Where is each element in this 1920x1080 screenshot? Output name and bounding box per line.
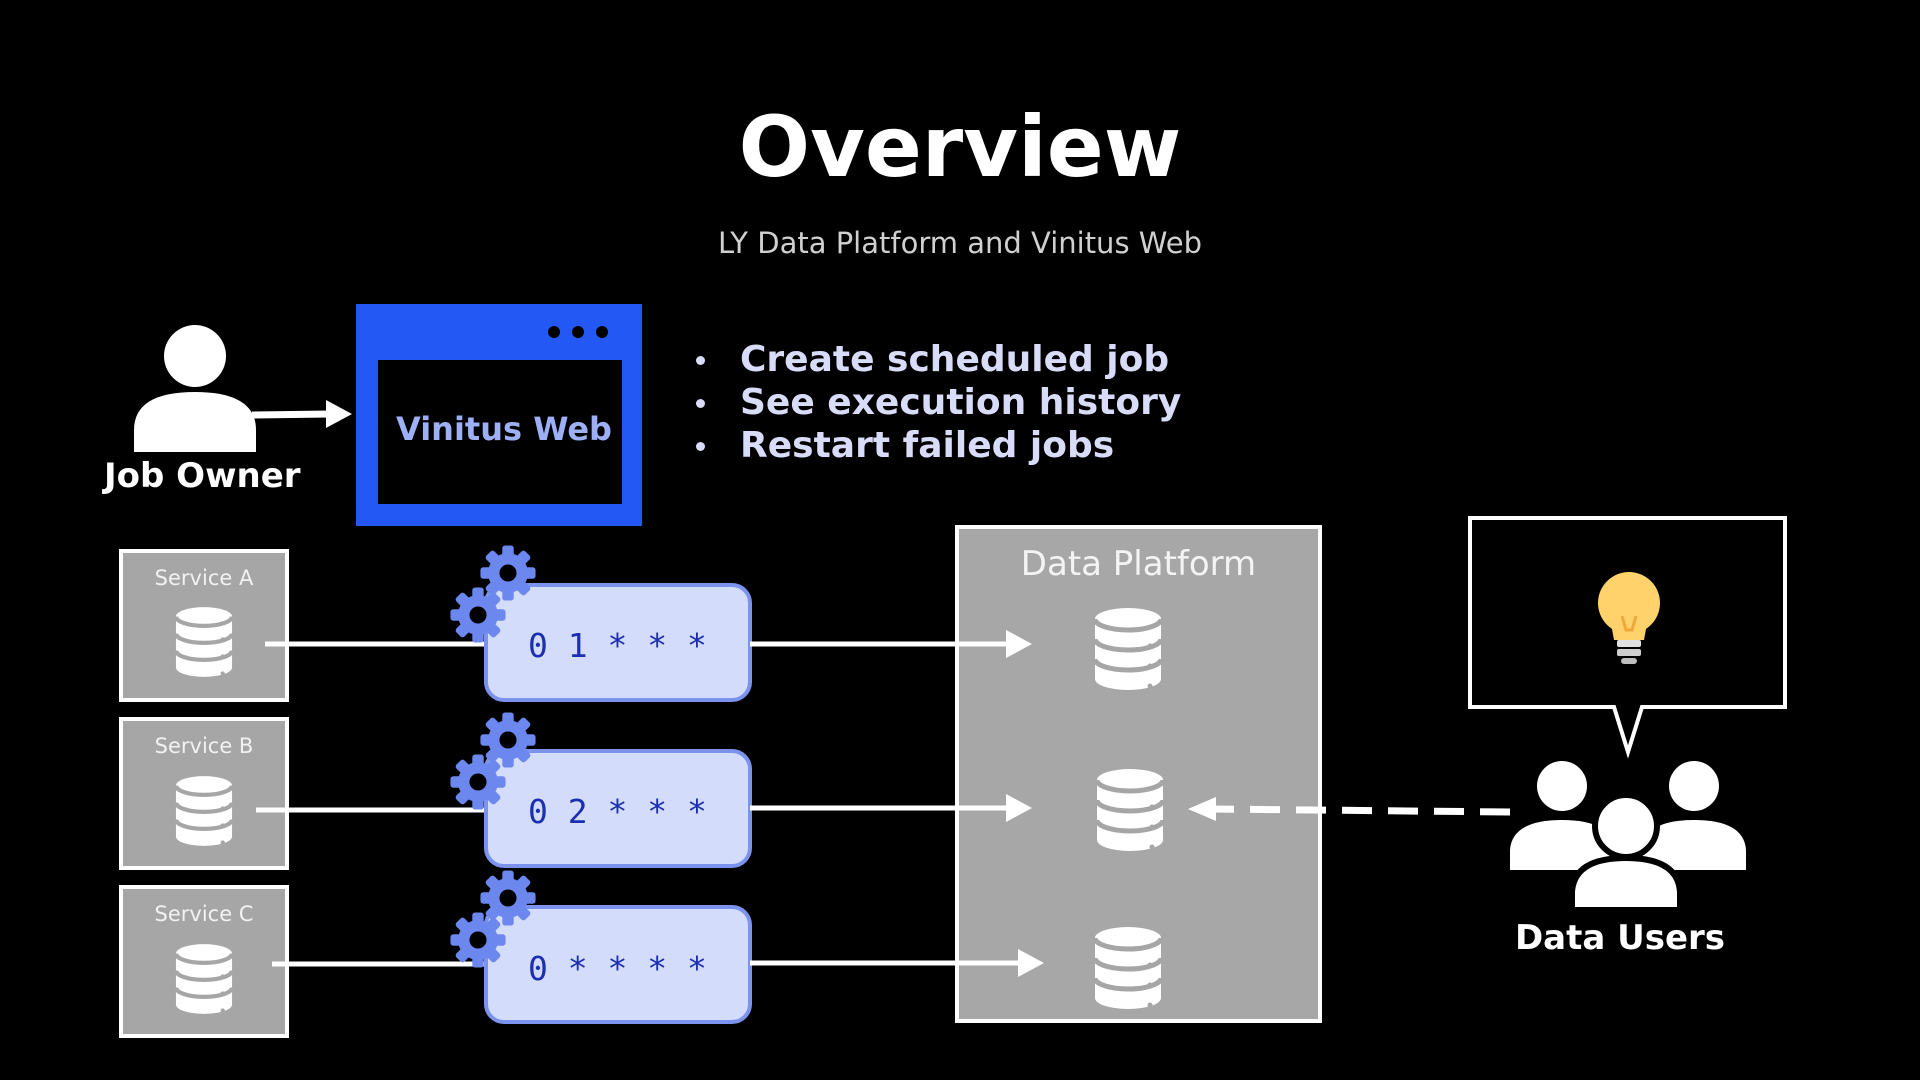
database-icon — [1095, 927, 1161, 1009]
feature-item: See execution history — [686, 381, 1181, 424]
feature-label: Restart failed jobs — [740, 425, 1115, 466]
cron-expression-2: 0 2 * * * — [528, 792, 707, 831]
window-dot-icon — [596, 326, 608, 338]
vinitus-web-window — [356, 304, 642, 526]
service-box-c — [119, 885, 289, 1038]
feature-list: Create scheduled job See execution histo… — [686, 338, 1181, 467]
job-box-3 — [450, 870, 752, 1024]
bullet-icon — [696, 399, 705, 408]
job-owner-icon — [134, 325, 256, 452]
owner-to-web-arrow — [251, 400, 352, 428]
database-icon — [176, 944, 232, 1014]
job-box-2 — [450, 712, 752, 868]
gear-icon — [480, 870, 536, 926]
job-owner-label: Job Owner — [104, 456, 301, 496]
database-icon — [1095, 608, 1161, 690]
gear-icon — [480, 712, 536, 768]
bullet-icon — [696, 442, 705, 451]
cron-expression-1: 0 1 * * * — [528, 626, 707, 665]
job-to-platform-arrow — [750, 794, 1032, 822]
window-dot-icon — [548, 326, 560, 338]
page-subtitle: LY Data Platform and Vinitus Web — [718, 226, 1202, 260]
job-to-platform-arrow — [750, 630, 1032, 658]
data-users-label: Data Users — [1514, 918, 1726, 958]
window-dot-icon — [572, 326, 584, 338]
database-icon — [176, 776, 232, 846]
users-to-platform-dashed-arrow — [1188, 797, 1511, 821]
feature-label: Create scheduled job — [740, 339, 1170, 380]
service-c-label: Service C — [154, 902, 254, 926]
gear-icon — [450, 754, 506, 810]
gear-icon — [450, 912, 506, 968]
job-to-platform-arrow — [750, 949, 1044, 977]
page-title: Overview — [738, 98, 1182, 196]
database-icon — [176, 607, 232, 677]
lightbulb-icon — [1598, 572, 1660, 664]
idea-speech-bubble — [1468, 516, 1787, 759]
bullet-icon — [696, 356, 705, 365]
database-icon — [1097, 769, 1163, 851]
feature-label: See execution history — [740, 382, 1182, 423]
gear-icon — [450, 587, 506, 643]
data-users-icon — [1510, 761, 1746, 913]
data-platform-label: Data Platform — [1020, 544, 1257, 584]
vinitus-web-label: Vinitus Web — [396, 410, 612, 448]
service-box-b — [119, 717, 289, 870]
service-b-label: Service B — [154, 734, 254, 758]
data-platform-box — [955, 525, 1322, 1023]
job-box-1 — [450, 545, 752, 702]
feature-item: Create scheduled job — [686, 338, 1181, 381]
cron-expression-3: 0 * * * * — [528, 949, 707, 988]
service-box-a — [119, 549, 289, 702]
gear-icon — [480, 545, 536, 601]
service-a-label: Service A — [154, 566, 254, 590]
feature-item: Restart failed jobs — [686, 424, 1181, 467]
